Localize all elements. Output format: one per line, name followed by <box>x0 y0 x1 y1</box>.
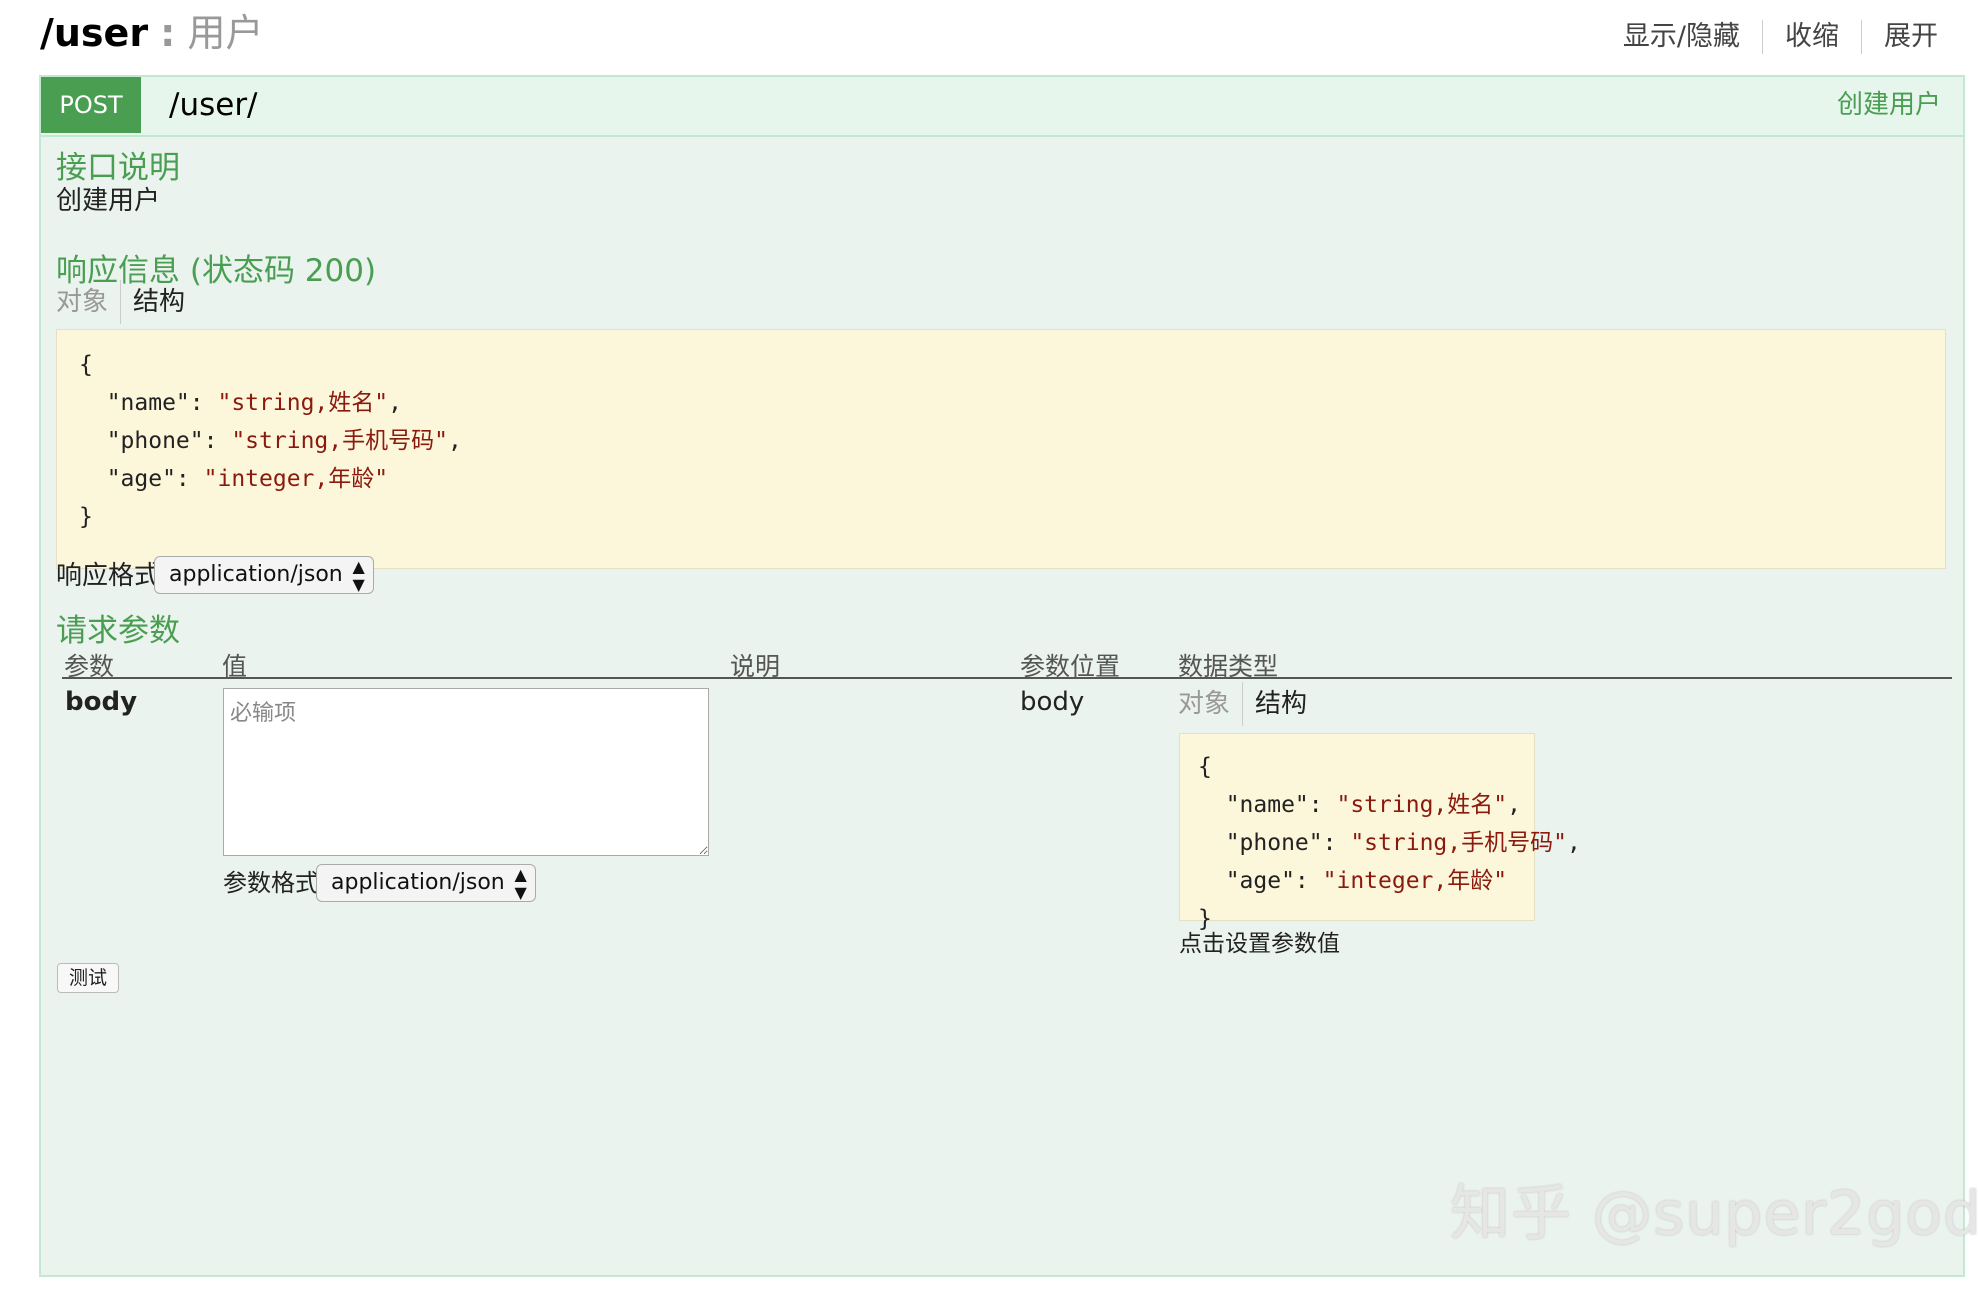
tab-structure[interactable]: 结构 <box>1255 689 1308 719</box>
code-line-value: "string,手机号码" <box>1350 830 1567 856</box>
column-data-type: 数据类型 <box>1178 652 1279 681</box>
select-value: application/json <box>331 870 505 895</box>
operation-path[interactable]: /user/ <box>169 87 258 123</box>
test-button[interactable]: 测试 <box>57 963 120 993</box>
column-description: 说明 <box>730 652 781 681</box>
divider <box>1861 20 1862 54</box>
response-tabs: 对象 结构 <box>56 280 185 324</box>
resource-description: 用户 <box>187 11 264 55</box>
tab-object[interactable]: 对象 <box>56 280 122 324</box>
code-line-key: "phone": <box>1198 830 1351 856</box>
operation-header[interactable]: POST /user/ 创建用户 <box>41 77 1963 137</box>
param-body-textarea[interactable] <box>223 688 709 856</box>
code-line-tail: , <box>447 428 462 454</box>
response-title: 响应信息 (状态码 200) <box>56 253 377 289</box>
column-value: 值 <box>222 652 248 681</box>
resource-heading: /user : 用户 <box>40 8 263 58</box>
select-value: application/json <box>169 562 343 587</box>
param-schema-code[interactable]: { "name": "string,姓名", "phone": "string,… <box>1179 733 1581 932</box>
response-format-label: 响应格式 <box>56 561 161 591</box>
code-line-key: "name": <box>1198 792 1337 818</box>
interface-desc-title: 接口说明 <box>56 150 180 186</box>
operation-summary[interactable]: 创建用户 <box>1836 90 1941 120</box>
code-line-key: "name": <box>79 390 218 416</box>
heading-separator: : <box>160 11 176 55</box>
param-format-select[interactable]: application/json ▲▼ <box>316 864 536 902</box>
code-line: } <box>79 504 93 530</box>
code-line-key: "age": <box>79 466 204 492</box>
param-location: body <box>1020 687 1085 717</box>
param-format-label: 参数格式: <box>223 869 328 897</box>
expand-link[interactable]: 展开 <box>1884 21 1938 52</box>
params-table-header: 参数 值 说明 参数位置 数据类型 <box>62 647 1952 681</box>
toggle-show-hide-link[interactable]: 显示/隐藏 <box>1622 21 1740 52</box>
response-format-select[interactable]: application/json ▲▼ <box>154 556 374 594</box>
params-title: 请求参数 <box>56 613 180 649</box>
resource-path[interactable]: /user <box>40 11 149 55</box>
param-type-tabs: 对象 结构 <box>1178 682 1307 726</box>
column-location: 参数位置 <box>1020 652 1121 681</box>
code-line-tail: , <box>388 390 402 416</box>
select-arrows-icon: ▲▼ <box>514 865 527 902</box>
code-line-value: "integer,年龄" <box>203 466 389 492</box>
interface-desc-text: 创建用户 <box>56 186 161 216</box>
http-method-badge[interactable]: POST <box>41 77 141 133</box>
code-line-tail: , <box>1566 830 1581 856</box>
resource-actions: 显示/隐藏 收缩 展开 <box>1601 20 1938 54</box>
divider <box>1762 20 1763 54</box>
operation-block: POST /user/ 创建用户 接口说明 创建用户 响应信息 (状态码 200… <box>39 75 1965 1277</box>
collapse-link[interactable]: 收缩 <box>1785 21 1839 52</box>
param-set-value-hint[interactable]: 点击设置参数值 <box>1179 931 1340 957</box>
code-line: { <box>1198 754 1212 780</box>
select-arrows-icon: ▲▼ <box>352 557 365 594</box>
column-param: 参数 <box>64 652 115 681</box>
code-line: } <box>1198 906 1212 932</box>
watermark: 知乎 @super2god <box>1450 1179 1978 1249</box>
response-schema-code: { "name": "string,姓名", "phone": "string,… <box>56 329 1946 569</box>
code-line-tail: , <box>1507 792 1521 818</box>
code-line-value: "string,手机号码" <box>231 428 448 454</box>
code-line: { <box>79 352 93 378</box>
tab-structure[interactable]: 结构 <box>133 287 186 317</box>
code-line-value: "string,姓名" <box>217 390 389 416</box>
code-line-value: "string,姓名" <box>1336 792 1508 818</box>
code-line-key: "phone": <box>79 428 232 454</box>
code-line-key: "age": <box>1198 868 1323 894</box>
code-line-value: "integer,年龄" <box>1322 868 1508 894</box>
tab-object[interactable]: 对象 <box>1178 682 1244 726</box>
param-name: body <box>65 687 138 717</box>
